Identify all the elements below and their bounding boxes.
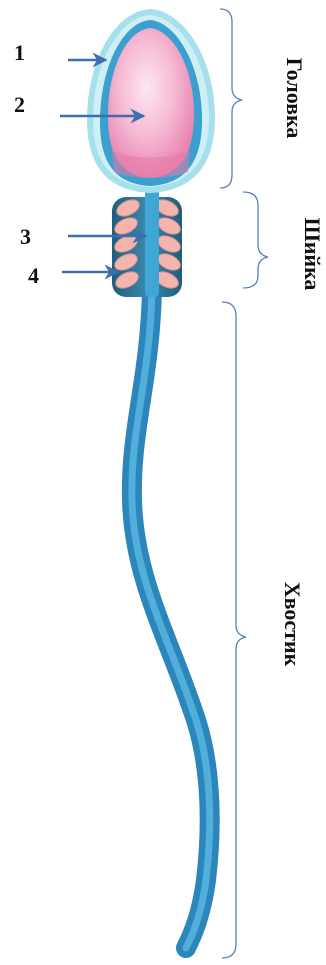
label-2: 2 — [14, 92, 25, 117]
label-3: 3 — [20, 224, 31, 249]
section-label-tail: Хвостик — [280, 582, 305, 667]
axial-filament — [145, 188, 159, 298]
midpiece — [112, 188, 183, 298]
bracket-neck — [243, 192, 268, 288]
section-label-neck: Шийка — [300, 218, 325, 291]
label-1: 1 — [14, 40, 25, 65]
bracket-head — [220, 9, 242, 188]
bracket-tail — [222, 302, 246, 958]
head — [90, 12, 212, 190]
label-4: 4 — [28, 263, 39, 288]
section-label-head: Головка — [282, 58, 307, 139]
